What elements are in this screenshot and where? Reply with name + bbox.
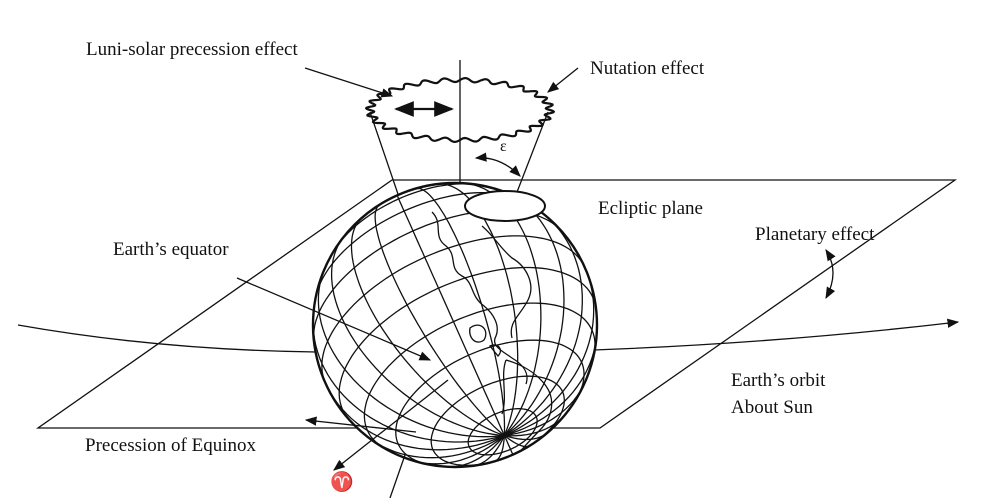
vernal-equinox-symbol: ♈	[330, 470, 354, 493]
globe-graticule	[313, 183, 597, 467]
globe-longitude-line	[324, 382, 505, 451]
globe-longitude-line	[437, 183, 519, 436]
cone-line-left	[369, 111, 401, 201]
earths-orbit-label-line1: Earth’s orbit	[731, 370, 826, 391]
earths-equator-label: Earth’s equator	[113, 239, 229, 260]
earths-orbit-label-line2: About Sun	[731, 397, 813, 418]
globe-longitude-line	[504, 431, 549, 441]
globe-longitude-line	[504, 212, 583, 437]
globe-longitude-line	[317, 267, 505, 438]
globe-longitude-line	[313, 315, 505, 443]
epsilon-angle-arc	[474, 152, 521, 177]
globe-longitude-line	[444, 435, 505, 467]
globe-longitude-line	[493, 435, 506, 463]
north-america-outline	[431, 211, 532, 385]
south-america-outline	[501, 359, 553, 461]
luni-solar-pointer-arrow	[304, 67, 394, 98]
earths-orbit-curve-left	[17, 324, 317, 353]
globe-longitude-line	[410, 434, 505, 465]
earths-orbit-curve-right	[593, 318, 960, 351]
nutation-wavy-ring	[364, 76, 556, 144]
globe-longitude-line	[415, 187, 506, 436]
globe-longitude-line	[503, 435, 514, 455]
equinox-precession-arrow	[304, 416, 417, 433]
epsilon-label: ε	[500, 138, 507, 155]
globe-longitude-line	[504, 381, 586, 437]
cone-line-right	[511, 111, 549, 206]
globe-longitude-line	[396, 195, 505, 436]
globe-longitude-line	[362, 432, 505, 459]
globe-longitude-line	[504, 266, 595, 437]
equator-pointer-arrow	[236, 277, 432, 361]
earth-globe	[311, 181, 599, 469]
globe-longitude-line	[350, 217, 505, 437]
nutation-label: Nutation effect	[590, 58, 705, 79]
ecliptic-plane-outline	[35, 179, 958, 429]
polar-cap	[464, 190, 546, 222]
caribbean-islands	[469, 324, 502, 357]
globe-longitude-line	[504, 411, 568, 437]
axis-bottom-line	[389, 454, 406, 498]
planetary-effect-label: Planetary effect	[755, 224, 875, 245]
precession-of-equinox-label: Precession of Equinox	[85, 435, 256, 456]
globe-longitude-line	[472, 435, 505, 467]
luni-solar-label: Luni-solar precession effect	[86, 39, 298, 60]
planetary-effect-arrow	[825, 249, 836, 300]
nutation-pointer-arrow	[547, 67, 579, 93]
globe-longitude-line	[374, 204, 505, 437]
vernal-equinox-arrow	[333, 379, 449, 471]
globe-longitude-line	[504, 328, 597, 437]
globe-longitude-line	[503, 434, 531, 448]
ecliptic-plane-label: Ecliptic plane	[598, 198, 703, 219]
globe-longitude-line	[330, 237, 505, 437]
